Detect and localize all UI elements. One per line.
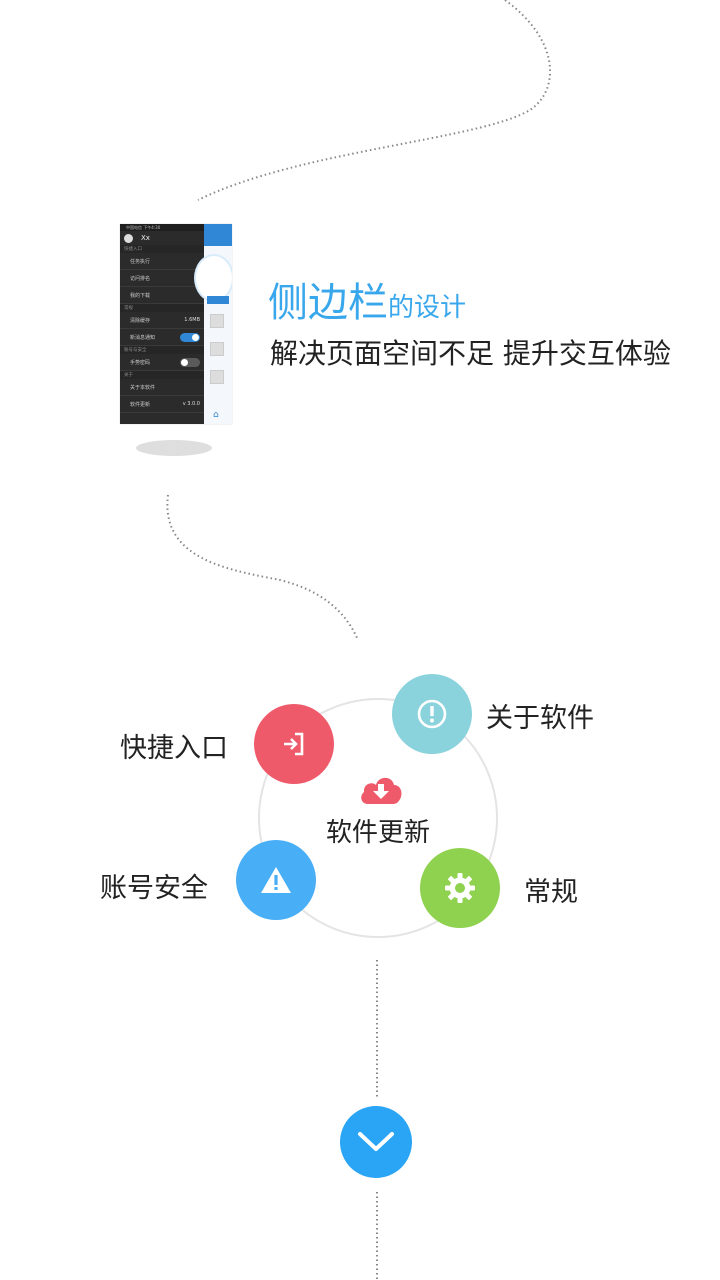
menu-row-label: 清除缓存 <box>130 317 151 324</box>
section-header: 账号与安全 <box>120 346 204 354</box>
about-software-label: 关于软件 <box>486 703 594 734</box>
cloud-download-icon <box>361 777 402 804</box>
menu-row-label: 我的下载 <box>130 292 151 299</box>
avatar <box>124 233 133 243</box>
section-header: 快捷入口 <box>120 245 204 253</box>
center-label: 软件更新 <box>325 818 430 848</box>
main-content-peek: ⌂ <box>194 224 232 424</box>
menu-row[interactable]: 关于本软件 <box>120 379 204 396</box>
headline-subtitle: 解决页面空间不足 提升交互体验 <box>270 337 671 370</box>
menu-ring <box>258 698 498 938</box>
scroll-down-button[interactable] <box>340 1106 412 1178</box>
phone-shadow <box>136 440 212 456</box>
menu-row-label: 任务执行 <box>130 258 151 265</box>
menu-row-label: 手势密码 <box>130 359 151 366</box>
quick-entry-node[interactable] <box>254 704 334 784</box>
gesture-password-toggle[interactable] <box>180 357 200 367</box>
home-icon: ⌂ <box>213 410 219 420</box>
version-value: v 3.0.0 <box>182 401 200 407</box>
menu-row[interactable]: 我的下载 <box>120 287 204 304</box>
sidebar-drawer: 中国电信 下午4:30 Xx 快捷入口 任务执行 访问排名 我的下载 常规 清除… <box>120 224 204 424</box>
cache-size-value: 1.6MB <box>184 317 200 323</box>
menu-row[interactable]: 访问排名 <box>120 270 204 287</box>
account-security-node[interactable] <box>236 840 316 920</box>
account-security-label: 账号安全 <box>100 873 208 904</box>
quick-entry-label: 快捷入口 <box>120 733 228 764</box>
menu-row-label: 新消息通知 <box>130 334 156 341</box>
section-header: 关于 <box>120 371 204 379</box>
login-arrow-icon <box>284 732 304 756</box>
menu-row-label: 软件更新 <box>130 401 151 408</box>
section-header: 常规 <box>120 304 204 312</box>
user-name: Xx <box>141 234 150 242</box>
menu-row-label: 访问排名 <box>130 275 151 282</box>
status-bar: 中国电信 下午4:30 <box>120 224 204 231</box>
menu-row[interactable]: 任务执行 <box>120 253 204 270</box>
chevron-down-icon <box>358 1132 394 1151</box>
general-label: 常规 <box>524 877 578 908</box>
headline-suffix: 的设计 <box>388 293 467 323</box>
menu-row[interactable]: 软件更新 v 3.0.0 <box>120 396 204 413</box>
menu-row[interactable]: 新消息通知 <box>120 329 204 346</box>
warning-icon <box>261 867 291 893</box>
gear-icon <box>445 873 475 903</box>
general-node[interactable] <box>420 848 500 928</box>
peek-header <box>204 224 232 246</box>
info-icon <box>417 699 447 729</box>
sidebar-phone-mockup: 中国电信 下午4:30 Xx 快捷入口 任务执行 访问排名 我的下载 常规 清除… <box>120 224 232 424</box>
user-header: Xx <box>120 231 204 245</box>
headline: 侧边栏的设计 <box>268 270 466 328</box>
menu-row-label: 关于本软件 <box>130 384 156 391</box>
headline-main: 侧边栏 <box>268 280 388 326</box>
notification-toggle[interactable] <box>180 332 200 342</box>
menu-row[interactable]: 清除缓存 1.6MB <box>120 312 204 329</box>
about-software-node[interactable] <box>392 674 472 754</box>
menu-row[interactable]: 手势密码 <box>120 354 204 371</box>
